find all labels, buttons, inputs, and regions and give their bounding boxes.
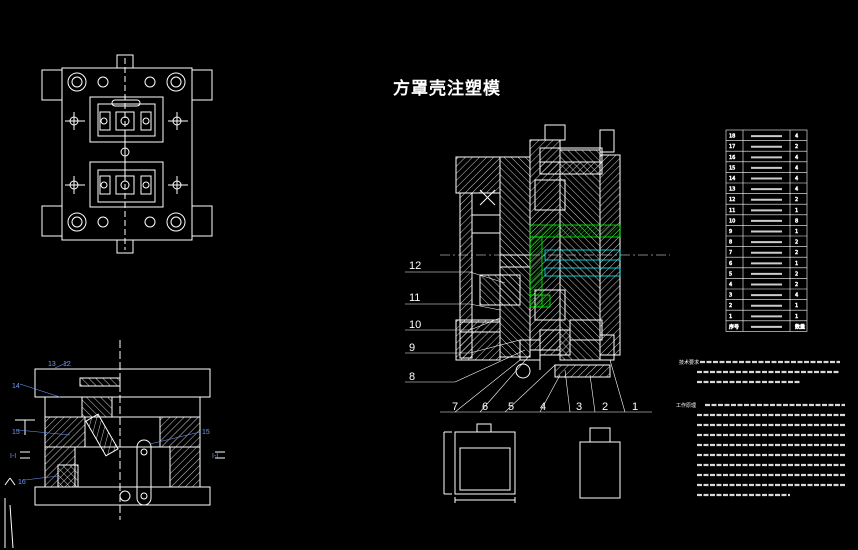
parts-table-number: 序号: [729, 323, 739, 330]
parts-table-number: 10: [729, 218, 735, 224]
notes-text-lines: [697, 360, 845, 497]
parts-table-qty: 1: [795, 314, 798, 320]
parts-table-number: 7: [729, 250, 732, 256]
callout-3: 3: [576, 401, 582, 413]
parts-table-qty: 1: [795, 303, 798, 309]
parts-table-qty: 1: [795, 229, 798, 235]
parts-table-number: 12: [729, 197, 735, 203]
parts-table-qty: 1: [795, 261, 798, 267]
section-label: 13: [48, 361, 56, 368]
parts-table-qty: 2: [795, 240, 798, 246]
notes-tech-label: 技术要求: [679, 359, 699, 366]
parts-table-number: 6: [729, 261, 732, 267]
side-section-view: [4, 340, 225, 549]
parts-table-number: 15: [729, 165, 735, 171]
parts-table-number: 13: [729, 187, 735, 193]
parts-table-number: 8: [729, 240, 732, 246]
callout-9: 9: [409, 342, 415, 354]
parts-table-number: 16: [729, 155, 735, 161]
callout-2: 2: [602, 401, 608, 413]
parts-table-number: 14: [729, 176, 735, 182]
parts-table-qty: 2: [795, 144, 798, 150]
plan-view: [41, 54, 213, 254]
parts-table-qty: 1: [795, 208, 798, 214]
parts-table-qty: 2: [795, 271, 798, 277]
parts-table-qty: 8: [795, 218, 798, 224]
callout-7: 7: [452, 401, 458, 413]
callout-5: 5: [508, 401, 514, 413]
parts-table-number: 2: [729, 303, 732, 309]
part-front-view: [443, 423, 516, 503]
callout-1: 1: [632, 401, 638, 413]
callout-12: 12: [409, 260, 421, 272]
parts-table-number: 11: [729, 208, 735, 214]
section-label: 12: [63, 361, 71, 368]
bottom-callouts: [440, 354, 652, 413]
callout-4: 4: [540, 401, 546, 413]
parts-table-qty: 数量: [795, 323, 805, 330]
parts-table-qty: 4: [795, 293, 798, 299]
parts-table-number: 1: [729, 314, 732, 320]
section-label: 16: [18, 479, 26, 486]
section-mark: I-I: [212, 453, 218, 460]
callout-11: 11: [409, 292, 420, 304]
section-label: 14: [12, 383, 20, 390]
section-label: 15: [12, 429, 20, 436]
parts-table-qty: 4: [795, 176, 798, 182]
parts-table-qty: 2: [795, 197, 798, 203]
part-side-view: [579, 427, 621, 499]
callout-8: 8: [409, 371, 415, 383]
parts-table-number: 4: [729, 282, 732, 288]
parts-table-qty: 4: [795, 187, 798, 193]
drawing-title: 方罩壳注塑模: [393, 79, 501, 99]
section-mark: I-I: [10, 453, 16, 460]
side-callouts: [405, 271, 526, 383]
parts-table-qty: 4: [795, 165, 798, 171]
notes-block: 技术要求 工作原理: [676, 359, 845, 497]
parts-table-number: 5: [729, 271, 732, 277]
parts-table-number: 9: [729, 229, 732, 235]
parts-table-qty: 4: [795, 155, 798, 161]
side-section-callouts: 13 12 14 15 16 15 I-I I-I: [10, 361, 218, 486]
parts-table-qty: 2: [795, 282, 798, 288]
parts-table-qty: 2: [795, 250, 798, 256]
callout-6: 6: [482, 401, 488, 413]
parts-table-number: 3: [729, 293, 732, 299]
callout-10: 10: [409, 319, 421, 331]
parts-table-number: 17: [729, 144, 735, 150]
parts-table-number: 18: [729, 134, 735, 140]
parts-table-qty: 4: [795, 134, 798, 140]
notes-work-label: 工作原理: [676, 402, 696, 409]
parts-table-border: [725, 129, 808, 332]
section-label: 15: [202, 429, 210, 436]
